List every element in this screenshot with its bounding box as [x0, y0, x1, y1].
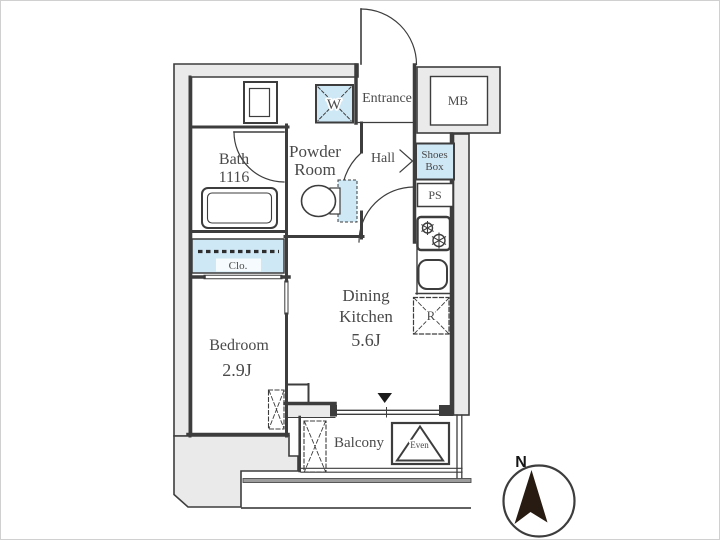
room-label-ps: PS	[428, 188, 441, 202]
balcony-ac-space-cross	[303, 420, 327, 473]
room-label-hall: Hall	[371, 151, 395, 166]
refrigerator-space-cross	[413, 297, 450, 335]
fixtures	[191, 81, 455, 473]
evacuation-hatch-box	[390, 421, 451, 466]
evacuation-hatch-triangle	[395, 424, 445, 462]
walls	[186, 63, 454, 438]
room-label-entrance: Entrance	[362, 91, 412, 106]
compass: N	[502, 454, 576, 538]
balcony-structure	[241, 393, 472, 509]
balcony-wall-right	[456, 414, 463, 480]
compass-circle	[502, 464, 576, 538]
bedroom-dashed-space-cross	[268, 389, 285, 430]
wall-step-above-balcony	[287, 405, 335, 418]
wall-pillar-jog	[286, 383, 310, 404]
labels: Bath 1116 Powder Room Entrance Hall MB S…	[209, 91, 469, 453]
room-label-mb: MB	[448, 93, 469, 108]
outer-wall-right-band	[452, 133, 470, 416]
pipe-space-box	[416, 182, 454, 208]
bathtub-inner	[206, 192, 273, 224]
window-end-post-left	[330, 405, 337, 417]
stove-burner-2-grate	[431, 232, 447, 249]
room-label-powder-2: Room	[294, 160, 336, 179]
room-area-bedroom: 2.9J	[222, 360, 252, 380]
vanity-basin	[248, 87, 271, 118]
room-label-bedroom: Bedroom	[209, 337, 269, 354]
stove-burner-1-grate	[421, 220, 434, 236]
room-label-balcony: Balcony	[334, 435, 384, 451]
room-size-bath: 1116	[219, 169, 250, 186]
kitchen-counter-edge	[415, 241, 454, 295]
fixture-label-washer: W	[327, 97, 342, 113]
room-label-bath: Bath	[219, 151, 249, 168]
room-area-dk: 5.6J	[351, 330, 381, 350]
fixture-label-hatch: Even	[410, 440, 429, 450]
bath-door-swing	[233, 131, 285, 183]
entrance-door-swing	[360, 8, 418, 66]
balcony-edge-bottom	[300, 467, 463, 473]
doors	[233, 8, 418, 243]
room-label-dk-2: Kitchen	[339, 307, 393, 326]
bathtub	[201, 187, 278, 229]
stove	[416, 215, 452, 252]
sink	[417, 259, 448, 290]
corner-block-right	[439, 405, 454, 416]
room-label-shoes-1: Shoes	[421, 149, 447, 161]
toilet-tank	[337, 179, 358, 223]
shoes-box	[415, 142, 455, 181]
meter-box-inner	[429, 75, 489, 126]
outer-wall-bottom-left-block	[173, 435, 299, 508]
shoes-box-door-chevron	[399, 149, 414, 173]
entry-direction-marker	[377, 393, 392, 403]
closet-label-bg	[216, 258, 261, 272]
building-structure	[173, 63, 501, 508]
room-label-powder-1: Powder	[289, 142, 341, 161]
room-label-dk-1: Dining	[342, 286, 390, 305]
compass-north-label: N	[515, 454, 527, 471]
dk-door-swing	[358, 186, 415, 243]
bedroom-sliding-door	[284, 280, 289, 315]
lower-structure-bar	[242, 478, 472, 483]
room-label-shoes-2: Box	[425, 161, 444, 173]
fixture-label-refrigerator: R	[427, 308, 436, 323]
fixture-label-closet: Clo.	[229, 260, 248, 272]
washer-space-cross	[317, 86, 352, 122]
closet-sliding-door	[203, 274, 283, 280]
bedroom-dashed-space	[267, 389, 285, 430]
compass-needle	[514, 470, 548, 524]
closet-strip	[191, 238, 285, 274]
toilet-bowl	[300, 184, 337, 218]
